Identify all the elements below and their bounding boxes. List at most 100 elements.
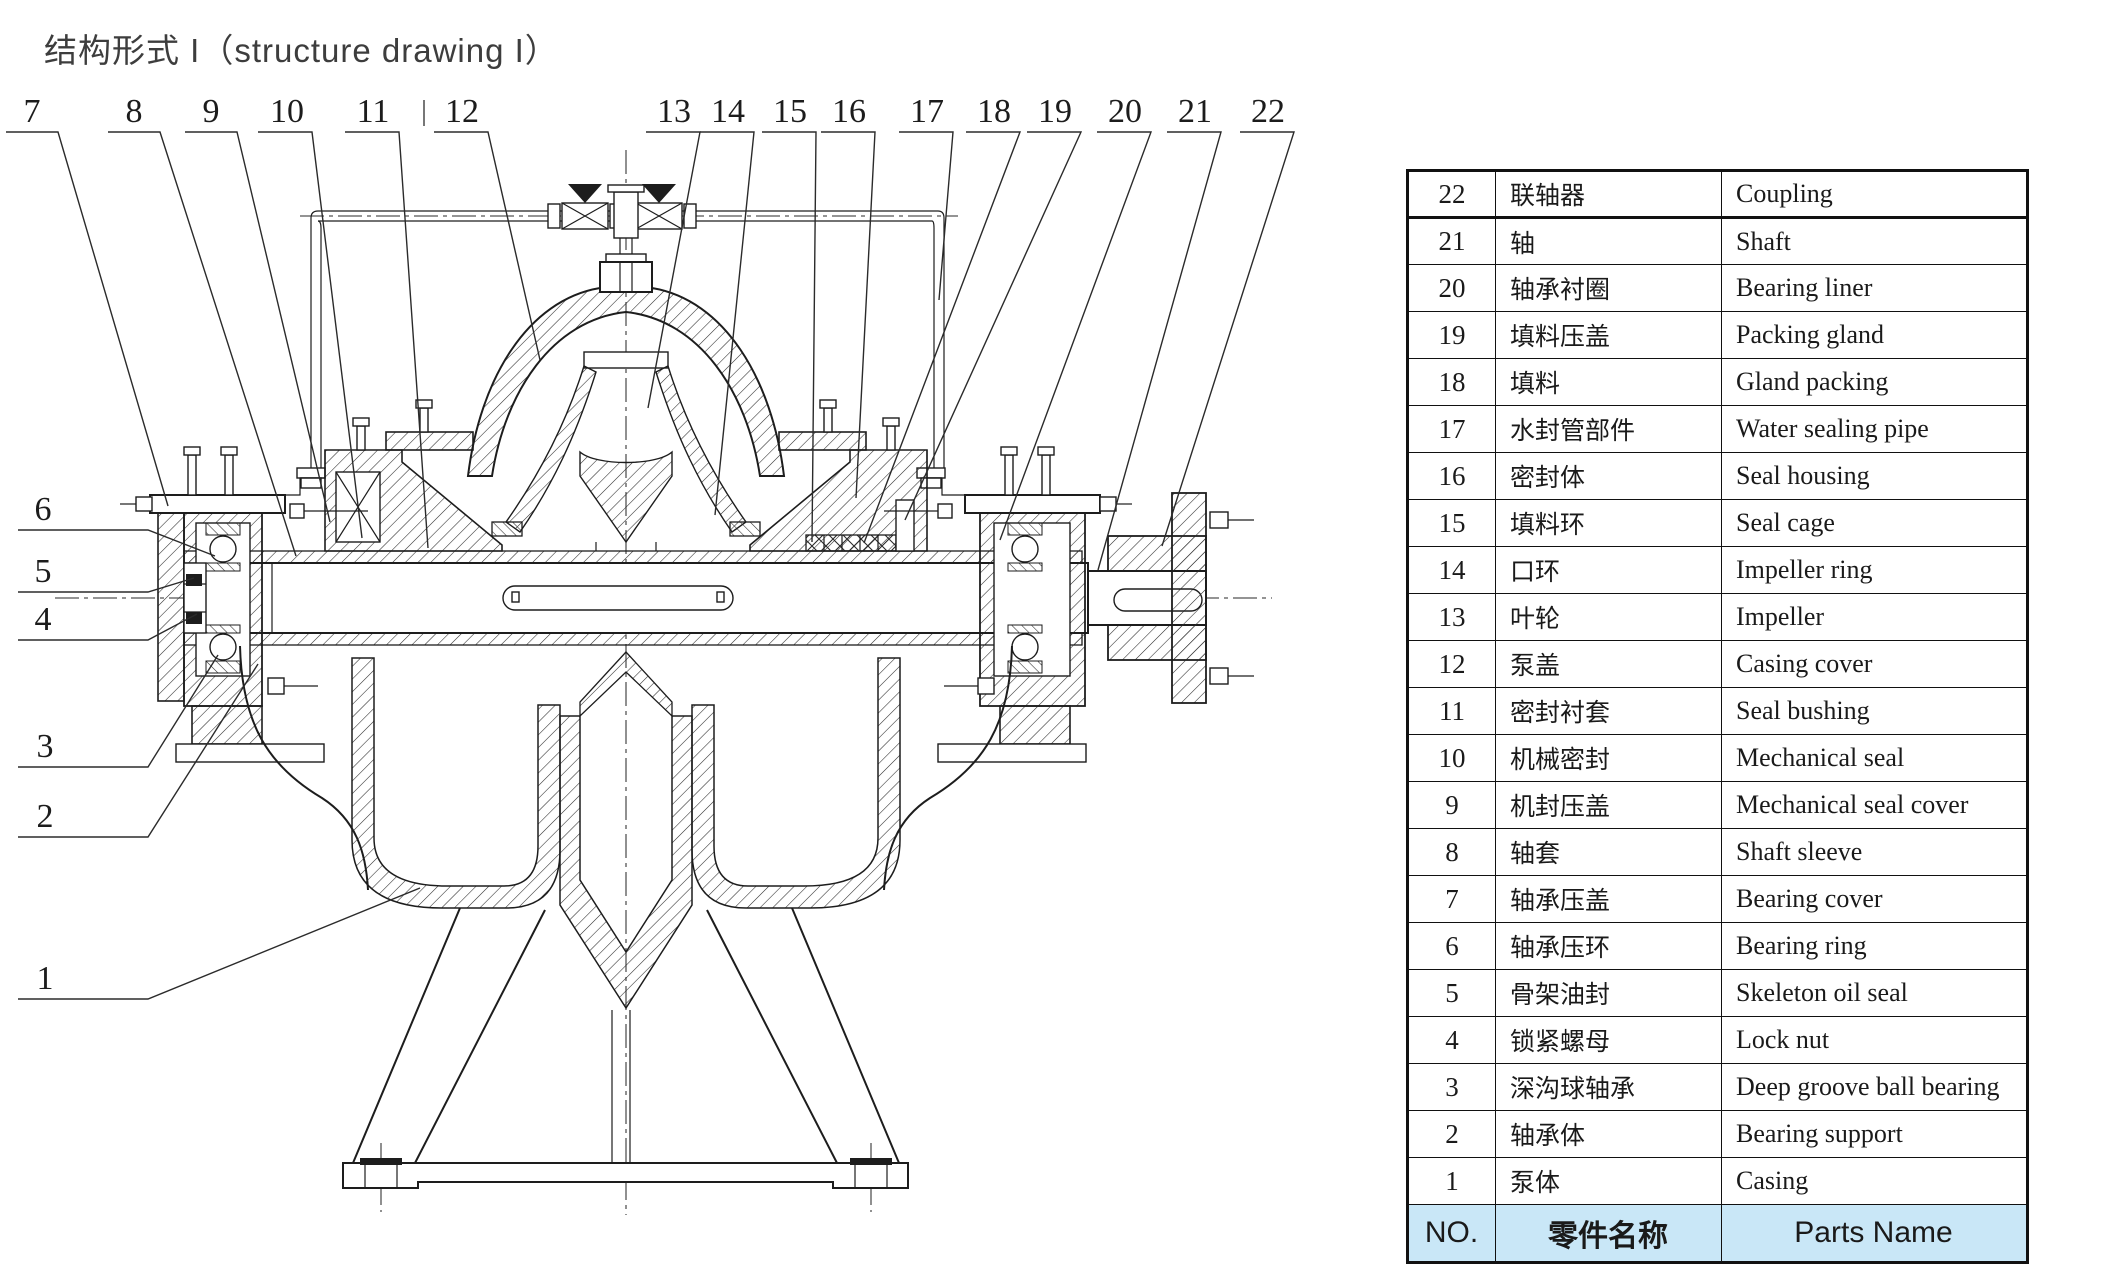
cell-cn: 填料环 [1495, 499, 1722, 547]
cell-cn: 轴承衬圈 [1495, 264, 1722, 312]
cell-en: Bearing support [1721, 1110, 2028, 1158]
callout-leader-16 [821, 131, 876, 499]
cell-en: Skeleton oil seal [1721, 969, 2028, 1017]
oil-seal-shape [186, 612, 202, 624]
callout-label-14: 14 [711, 93, 745, 130]
callout-label-17: 17 [910, 93, 944, 130]
callout-leader-6 [18, 529, 216, 557]
packing-seal-assembly [749, 417, 981, 552]
cell-en: Bearing cover [1721, 875, 2028, 923]
mechanical-seal-assembly [261, 417, 503, 552]
cell-no: 19 [1407, 311, 1496, 359]
cell-cn: 泵体 [1495, 1157, 1722, 1205]
cell-no: 14 [1407, 546, 1496, 594]
cell-en: Seal cage [1721, 499, 2028, 547]
callout-label-9: 9 [203, 93, 220, 130]
cell-no: 17 [1407, 405, 1496, 453]
callout-leader-3 [18, 654, 219, 768]
cell-cn: 轴承压环 [1495, 922, 1722, 970]
ball-bearing-icon [209, 633, 237, 661]
callout-label-19: 19 [1038, 93, 1072, 130]
cell-cn: 水封管部件 [1495, 405, 1722, 453]
callout-leader-4 [18, 613, 198, 641]
cell-cn: 口环 [1495, 546, 1722, 594]
cell-en: Shaft sleeve [1721, 828, 2028, 876]
cell-en: Impeller ring [1721, 546, 2028, 594]
cell-no: 1 [1407, 1157, 1496, 1205]
casing-cover [385, 261, 867, 477]
cell-no: 12 [1407, 640, 1496, 688]
cell-en: Mechanical seal [1721, 734, 2028, 782]
split-flange [183, 550, 1083, 646]
cell-no: 6 [1407, 922, 1496, 970]
cell-cn: 填料压盖 [1495, 311, 1722, 359]
cell-en: Seal housing [1721, 452, 2028, 500]
cell-cn: 联轴器 [1495, 170, 1722, 219]
callout-leader-17 [899, 131, 954, 301]
callout-leader-2 [18, 663, 259, 838]
ball-bearing-icon [209, 535, 237, 563]
cell-cn: 锁紧螺母 [1495, 1016, 1722, 1064]
callout-label-6: 6 [35, 491, 52, 528]
right-bearing-assembly [937, 446, 1132, 763]
callout-leader-12 [434, 131, 541, 361]
cell-cn: 叶轮 [1495, 593, 1722, 641]
cell-en: Gland packing [1721, 358, 2028, 406]
cell-no: 5 [1407, 969, 1496, 1017]
callout-label-13: 13 [657, 93, 691, 130]
impeller [491, 351, 761, 551]
cell-cn: 密封体 [1495, 452, 1722, 500]
cell-no: 11 [1407, 687, 1496, 735]
callout-label-4: 4 [35, 601, 52, 638]
cell-cn: 密封衬套 [1495, 687, 1722, 735]
cell-cn: 骨架油封 [1495, 969, 1722, 1017]
cell-cn: 机械密封 [1495, 734, 1722, 782]
callout-label-10: 10 [270, 93, 304, 130]
cell-en: Lock nut [1721, 1016, 2028, 1064]
callout-label-8: 8 [126, 93, 143, 130]
gland-packing-rings [805, 534, 897, 552]
callout-label-15: 15 [773, 93, 807, 130]
cell-no: 3 [1407, 1063, 1496, 1111]
callout-leader-9 [185, 131, 331, 523]
page-title: 结构形式 I（structure drawing I） [44, 32, 559, 69]
callout-leader-14 [700, 131, 755, 516]
impeller-ring-left [491, 521, 523, 537]
bearing-cover-shape [157, 504, 185, 702]
cell-no: 21 [1407, 217, 1496, 265]
header-cell-no: NO. [1407, 1204, 1496, 1263]
cell-cn: 机封压盖 [1495, 781, 1722, 829]
cell-cn: 轴承体 [1495, 1110, 1722, 1158]
oil-seal-shape [186, 574, 202, 586]
callout-leader-1 [18, 887, 421, 1000]
cell-no: 10 [1407, 734, 1496, 782]
cell-en: Water sealing pipe [1721, 405, 2028, 453]
callout-leader-20 [999, 131, 1153, 541]
pump-casing [239, 645, 1013, 1163]
cell-en: Shaft [1721, 217, 2028, 265]
cell-no: 9 [1407, 781, 1496, 829]
cell-cn: 泵盖 [1495, 640, 1722, 688]
packing-gland-shape [895, 499, 915, 552]
callout-label-16: 16 [832, 93, 866, 130]
callout-label-5: 5 [35, 553, 52, 590]
header-cell-cn: 零件名称 [1495, 1204, 1722, 1263]
callout-leader-8 [108, 131, 297, 557]
cell-no: 20 [1407, 264, 1496, 312]
